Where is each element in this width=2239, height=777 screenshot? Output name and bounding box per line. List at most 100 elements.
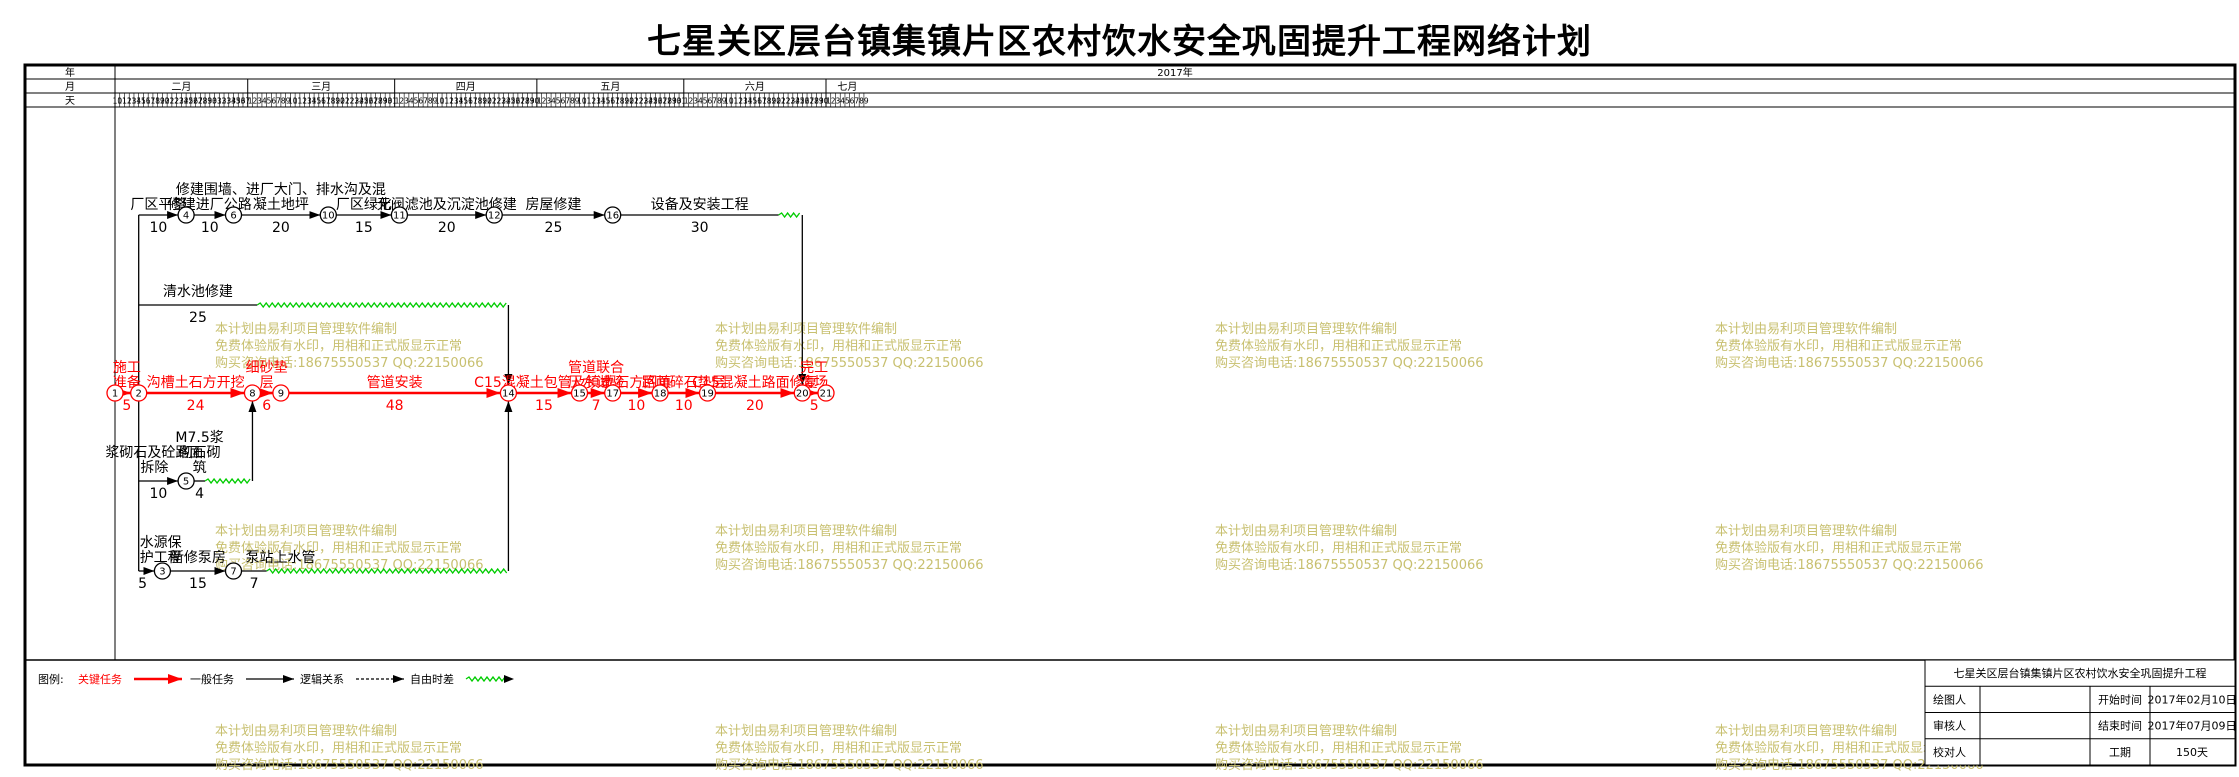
node-number: 6 — [230, 211, 236, 222]
header-day: 27 — [369, 97, 379, 106]
watermark-text: 本计划由易利项目管理软件编制 — [1215, 322, 1397, 337]
activity-duration: 10 — [627, 398, 645, 414]
activity-duration: 5 — [122, 398, 131, 414]
watermark-text: 购买咨询电话:18675550537 QQ:22150066 — [715, 557, 984, 573]
header-day: 12 — [122, 97, 132, 106]
header-day: 14 — [454, 97, 464, 106]
node-circle — [153, 562, 172, 580]
header-day: 17 — [757, 97, 767, 106]
header-row-label: 天 — [65, 96, 75, 107]
header-day: 18 — [151, 97, 161, 106]
header-day: 19 — [478, 97, 488, 106]
watermark-text: 购买咨询电话:18675550537 QQ:22150066 — [1215, 557, 1484, 573]
header-day: 21 — [776, 97, 786, 106]
info-label: 结束时间 — [2098, 720, 2142, 733]
header-day: 25 — [506, 97, 516, 106]
activity-name: 设备及安装工程 — [651, 196, 749, 213]
header-day: 24 — [501, 97, 511, 106]
header-day: 18 — [473, 97, 483, 106]
header-day: 18 — [615, 97, 625, 106]
node-number: 12 — [488, 211, 501, 222]
watermark-text: 购买咨询电话:18675550537 QQ:22150066 — [1715, 355, 1984, 371]
header-day: 22 — [345, 97, 355, 106]
info-value: 2017年02月10日 — [2148, 692, 2237, 706]
legend-item-label: 关键任务 — [78, 672, 122, 686]
watermark-text: 免费体验版有水印，用相和正式版显示正常 — [715, 540, 962, 556]
activity-duration: 15 — [189, 576, 207, 592]
watermark-text: 本计划由易利项目管理软件编制 — [1715, 524, 1897, 539]
node-circle — [604, 384, 622, 402]
header-day: 35 — [231, 97, 241, 106]
header-day: 17 — [321, 97, 331, 106]
network-node: 8 — [243, 384, 262, 402]
header-day: 30 — [672, 97, 682, 106]
header-day: 29 — [378, 97, 388, 106]
header-day: 31 — [677, 97, 687, 106]
activity-duration: 7 — [250, 576, 259, 592]
header-day: 2 — [252, 97, 257, 106]
node-circle — [793, 384, 811, 402]
watermark-text: 购买咨询电话:18675550537 QQ:22150066 — [1215, 757, 1484, 773]
header-day: 16 — [752, 97, 762, 106]
header-day: 16 — [606, 97, 616, 106]
watermark-text: 购买咨询电话:18675550537 QQ:22150066 — [1715, 557, 1984, 573]
header-day: 32 — [217, 97, 227, 106]
header-month: 二月 — [171, 81, 191, 93]
page-title: 七星关区层台镇集镇片区农村饮水安全巩固提升工程网络计划 — [647, 22, 1592, 62]
header-day: 14 — [596, 97, 606, 106]
activity-duration: 25 — [545, 220, 563, 236]
watermark-text: 购买咨询电话:18675550537 QQ:22150066 — [715, 355, 984, 371]
node-circle — [698, 384, 717, 402]
info-project-name: 七星关区层台镇集镇片区农村饮水安全巩固提升工程 — [1954, 666, 2207, 680]
watermark-text: 本计划由易利项目管理软件编制 — [715, 524, 897, 539]
header-day: 20 — [771, 97, 781, 106]
network-node: 6 — [224, 206, 243, 224]
header-day: 21 — [340, 97, 350, 106]
header-day: 20 — [625, 97, 635, 106]
watermark-text: 本计划由易利项目管理软件编制 — [1715, 322, 1897, 337]
header-day: 3 — [546, 97, 551, 106]
watermark-text: 免费体验版有水印，用相和正式版显示正常 — [215, 540, 462, 556]
header-day: 26 — [653, 97, 663, 106]
activity-name: 厂区平整 — [130, 197, 186, 213]
header-day: 16 — [141, 97, 151, 106]
header-day: 26 — [800, 97, 810, 106]
watermark-text: 本计划由易利项目管理软件编制 — [715, 322, 897, 337]
node-number: 3 — [159, 567, 165, 578]
node-number: 4 — [183, 211, 189, 222]
free-float-line — [465, 675, 506, 683]
header-day: 30 — [530, 97, 540, 106]
header-day: 8 — [428, 97, 433, 106]
watermark-text: 购买咨询电话:18675550537 QQ:22150066 — [1715, 757, 1984, 773]
watermark-text: 购买咨询电话:18675550537 QQ:22150066 — [715, 757, 984, 773]
header-day: 12 — [587, 97, 597, 106]
header-day: 4 — [262, 97, 267, 106]
header-month: 六月 — [745, 81, 765, 93]
header-day: 15 — [459, 97, 469, 106]
node-circle — [651, 384, 669, 402]
header-day: 27 — [193, 97, 203, 106]
activity-name: M7.5浆 — [175, 430, 223, 446]
node-circle — [272, 384, 290, 402]
node-circle — [224, 562, 243, 580]
node-circle — [243, 384, 262, 402]
info-label: 校对人 — [1933, 745, 1966, 759]
legend-item-label: 逻辑关系 — [300, 672, 344, 686]
header-day: 28 — [198, 97, 208, 106]
activity-name: C15混凝土路面修复 — [692, 374, 818, 391]
activity-duration: 20 — [272, 220, 290, 236]
header-day: 34 — [226, 97, 236, 106]
header-day: 20 — [482, 97, 492, 106]
header-month: 三月 — [311, 81, 331, 93]
header-day: 24 — [790, 97, 800, 106]
network-node: 19 — [698, 384, 717, 402]
activity-duration: 10 — [149, 220, 167, 236]
header-day: 3 — [693, 97, 698, 106]
header-day: 6 — [707, 97, 712, 106]
header-day: 7 — [276, 97, 281, 106]
header-day: 21 — [629, 97, 639, 106]
header-day: 3 — [835, 97, 840, 106]
activity-duration: 15 — [355, 220, 373, 236]
network-node: 16 — [604, 206, 622, 224]
node-number: 16 — [606, 211, 619, 222]
